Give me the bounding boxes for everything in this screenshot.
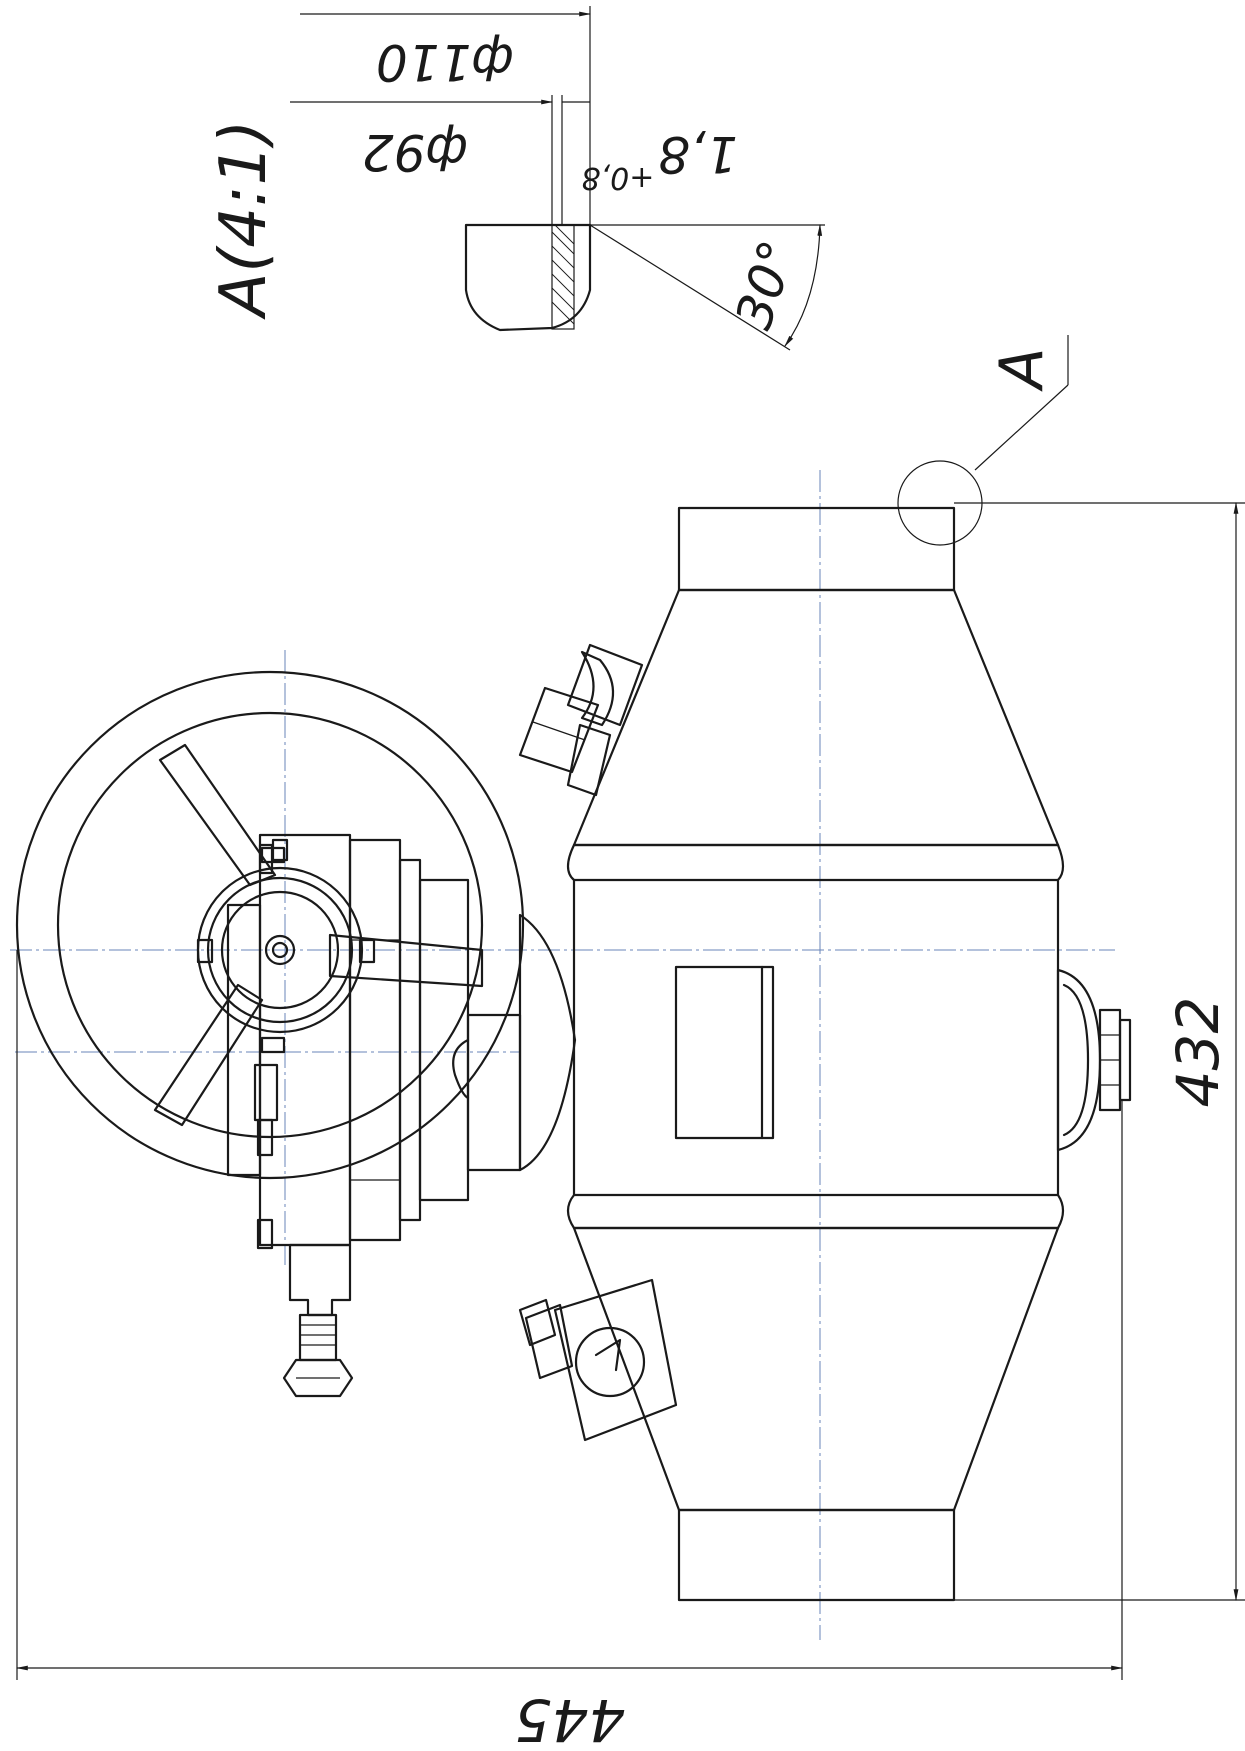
valve-body [566, 506, 1065, 1602]
handwheel-hub [220, 890, 340, 1010]
detail-callout-a: A [897, 335, 1069, 546]
handwheel-spoke-lower [153, 983, 264, 1127]
dim-bevel-angle: 30° [589, 223, 825, 351]
dim-outer-diameter-label: ф110 [376, 33, 514, 91]
dim-wall-tolerance-label: +0,8 [582, 160, 655, 195]
dim-overall-height-label: 445 [515, 1686, 626, 1751]
dim-wall-thickness: 1,8 +0,8 [582, 125, 738, 195]
dim-overall-height: 445 [15, 950, 1124, 1751]
gearbox [226, 833, 577, 1250]
lifting-lug-lower [518, 1278, 678, 1442]
pipe-end-profile [464, 223, 592, 332]
dim-wall-thickness-label: 1,8 [658, 125, 738, 183]
detail-callout-label: A [987, 347, 1057, 392]
handwheel-spoke-upper [158, 743, 277, 887]
nameplate [674, 965, 775, 1140]
gearbox-bolt [282, 1243, 354, 1398]
dim-bevel-angle-label: 30° [725, 234, 808, 336]
main-view: A 432 445 [10, 335, 1245, 1751]
hatched-wall-section [551, 224, 575, 330]
dim-overall-length-label: 432 [1164, 997, 1232, 1108]
handwheel-spoke-right [328, 933, 484, 988]
body-boss-right [1056, 968, 1132, 1152]
handwheel[interactable] [15, 670, 525, 1180]
dim-inner-diameter-label: ф92 [362, 123, 468, 181]
detail-view-a: A(4:1) ф110 ф92 [207, 6, 825, 351]
detail-view-title: A(4:1) [207, 120, 281, 321]
lifting-lug-upper [518, 643, 644, 797]
dim-outer-diameter: ф110 [300, 6, 592, 225]
dim-inner-diameter: ф92 [290, 95, 590, 225]
dim-overall-length: 432 [954, 501, 1245, 1602]
